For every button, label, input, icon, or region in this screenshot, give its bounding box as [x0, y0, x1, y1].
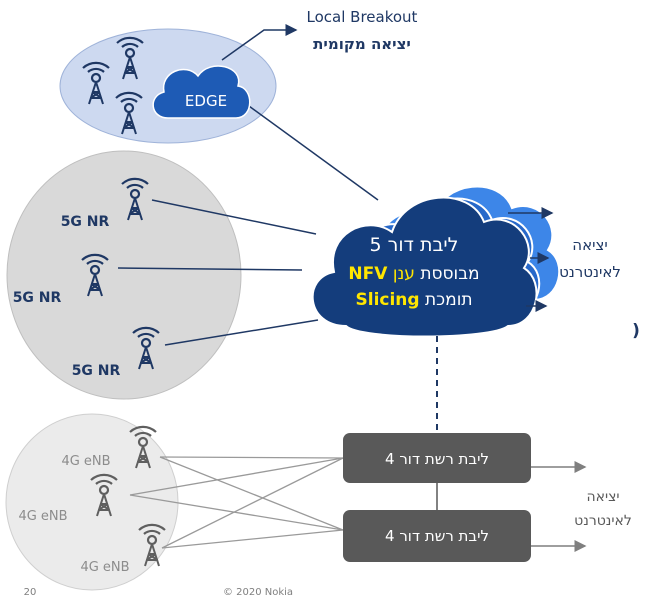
enb-cell-label: 4G eNB	[80, 560, 129, 575]
internet-exit-5g-line2: לאינטרנט	[559, 263, 621, 281]
page-number: 20	[24, 587, 37, 598]
nr-cell-label: 5G NR	[61, 214, 110, 230]
core5g-slicing: Slicing	[356, 290, 420, 310]
core4g-box	[343, 433, 531, 483]
core5g-line2-prefix: מבוססת	[415, 264, 480, 284]
internet-exit-4g-line2: לאינטרנט	[574, 513, 632, 529]
core5g-cloud-word: ענן	[393, 264, 415, 284]
copyright: © 2020 Nokia	[223, 587, 293, 598]
side-mark: )	[632, 321, 640, 341]
edge-cloud-icon	[152, 65, 251, 119]
core5g-internet-arrows	[508, 207, 554, 312]
local-breakout-hebrew: יציאה מקומית	[313, 35, 411, 53]
nr-cell-label: 5G NR	[72, 363, 121, 379]
core5g-nfv: NFV	[348, 264, 388, 284]
nr-links	[117, 199, 319, 346]
core4g-box-label: ליבת רשת דור 4	[385, 450, 489, 468]
enb-cell-label: 4G eNB	[18, 509, 67, 524]
core5g-line2: מבוססת ענן NFV	[348, 264, 479, 284]
local-breakout-label: Local Breakout	[307, 8, 418, 26]
core4g-internet-arrows	[531, 461, 587, 552]
core5g-line3-prefix: תומכת	[420, 290, 473, 310]
internet-exit-5g-line1: יציאה	[572, 236, 607, 254]
core5g-title: ליבת דור 5	[370, 234, 459, 256]
enb-mesh-links	[129, 456, 344, 549]
local-breakout-arrow	[221, 24, 298, 61]
edge-cloud-label: EDGE	[185, 92, 227, 110]
core4g-box	[343, 510, 531, 562]
core5g-cloud-icon	[311, 185, 561, 338]
core5g-line3: תומכת Slicing	[356, 290, 473, 310]
nr-cell-label: 5G NR	[13, 290, 62, 306]
enb-cluster-ellipse	[5, 413, 179, 591]
core4g-box-label: ליבת רשת דור 4	[385, 527, 489, 545]
edge-links	[237, 97, 379, 201]
nr-cluster-ellipse	[6, 150, 242, 400]
internet-exit-4g-line1: יציאה	[586, 489, 619, 505]
enb-cell-label: 4G eNB	[61, 454, 110, 469]
